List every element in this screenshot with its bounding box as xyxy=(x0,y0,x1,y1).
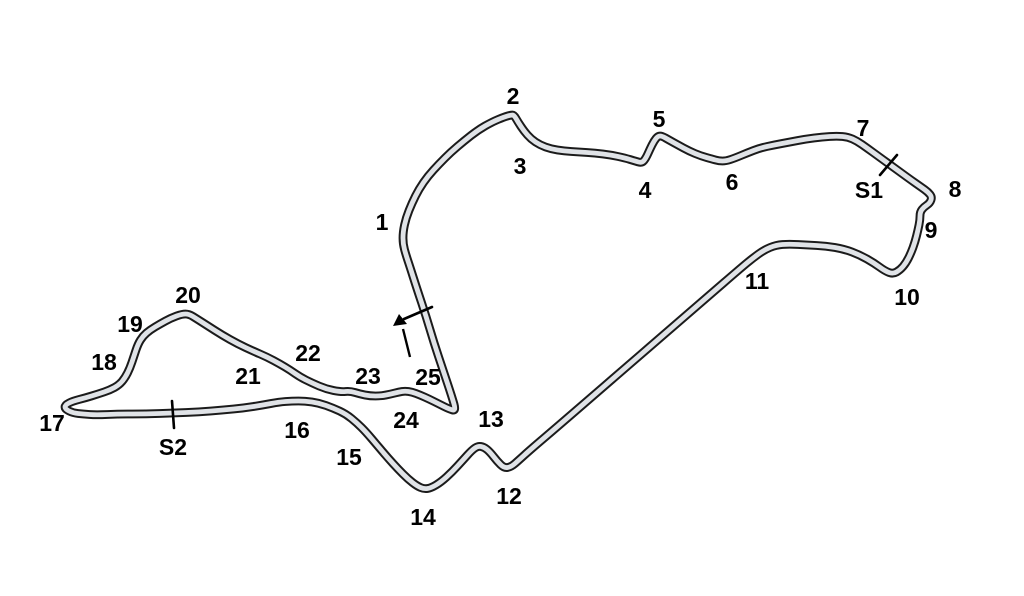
corner-label-14: 14 xyxy=(410,504,436,530)
corner-label-5: 5 xyxy=(653,106,666,132)
corner-label-4: 4 xyxy=(639,177,652,203)
corner-label-17: 17 xyxy=(39,410,65,436)
corner-label-11: 11 xyxy=(745,268,770,294)
corner-label-18: 18 xyxy=(91,349,117,375)
corner-label-10: 10 xyxy=(894,284,920,310)
corner-label-6: 6 xyxy=(726,169,739,195)
corner-label-19: 19 xyxy=(117,311,143,337)
corner-label-7: 7 xyxy=(857,115,870,141)
corner-label-9: 9 xyxy=(925,217,938,243)
start-finish-line xyxy=(402,305,434,321)
corner-label-1: 1 xyxy=(376,209,389,235)
corner-label-15: 15 xyxy=(336,444,362,470)
sector-2-mark xyxy=(170,399,176,430)
sector-label-s1: S1 xyxy=(855,177,883,203)
corner-label-3: 3 xyxy=(514,153,527,179)
corner-label-13: 13 xyxy=(478,406,504,432)
direction-arrow-shaft xyxy=(401,328,412,358)
direction-arrow-head xyxy=(393,314,407,326)
corner-label-20: 20 xyxy=(175,282,201,308)
corner-label-23: 23 xyxy=(355,363,381,389)
sector-label-s2: S2 xyxy=(159,434,187,460)
track-road-surface xyxy=(62,112,934,492)
corner-label-12: 12 xyxy=(496,483,522,509)
corner-label-21: 21 xyxy=(235,363,261,389)
corner-label-16: 16 xyxy=(284,417,310,443)
corner-label-24: 24 xyxy=(393,407,419,433)
corner-label-25: 25 xyxy=(415,364,441,390)
corner-label-8: 8 xyxy=(949,176,962,202)
corner-label-2: 2 xyxy=(507,83,520,109)
corner-label-22: 22 xyxy=(295,340,321,366)
sector-1-mark xyxy=(878,153,899,177)
